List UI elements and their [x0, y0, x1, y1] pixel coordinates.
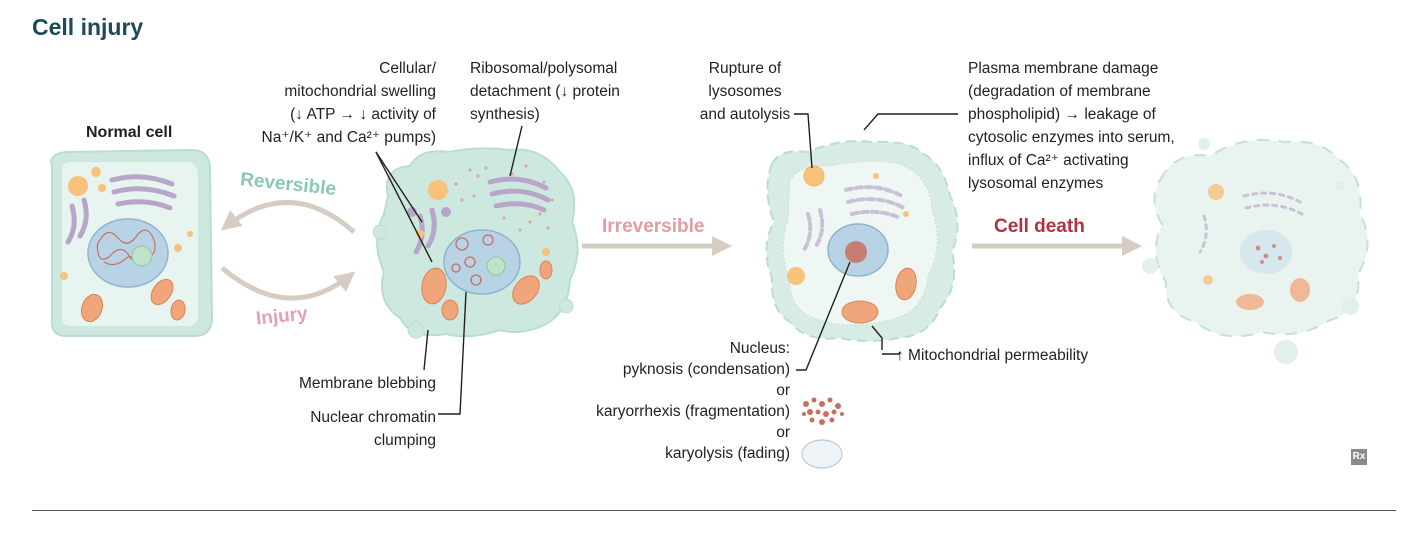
- irreversible-label: Irreversible: [602, 216, 705, 237]
- necrotic-cell: [765, 140, 959, 342]
- page-title: Cell injury: [32, 14, 144, 40]
- vesicle: [68, 176, 88, 196]
- blebbing-label: Membrane blebbing: [298, 375, 436, 392]
- swelling-label: Cellular/ mitochondrial swelling (↓ ATP …: [261, 60, 436, 146]
- ribosomal-label: Ribosomal/polysomal detachment (↓ protei…: [470, 60, 620, 123]
- leader-lines: [375, 113, 958, 415]
- rupture-label: Rupture of lysosomes and autolysis: [699, 60, 791, 123]
- normal-cell: [50, 148, 214, 337]
- dead-cell: [1142, 138, 1369, 364]
- nucleus: [87, 218, 169, 288]
- divider: [32, 510, 1396, 511]
- nucleus-fate-label: Nucleus: pyknosis (condensation) or kary…: [596, 340, 790, 462]
- chromatin-label: Nuclear chromatin clumping: [310, 409, 436, 449]
- ruptured-lysosome: [803, 165, 825, 187]
- injury-arrow: [220, 266, 356, 301]
- golgi-apparatus: [65, 174, 177, 245]
- swollen-cell: [372, 147, 579, 339]
- normal-cell-label: Normal cell: [86, 124, 173, 141]
- rx-badge-icon: Rx: [1351, 449, 1367, 465]
- karyolysis-icon: [801, 439, 843, 469]
- mitochondria: [80, 278, 186, 323]
- mitochondrial-permeability-label: ↑ Mitochondrial permeability: [896, 347, 1089, 364]
- karyorrhexis-icon: [802, 397, 844, 425]
- cell-death-label: Cell death: [994, 216, 1085, 237]
- nucleus: [443, 229, 521, 295]
- reversible-arrow: [220, 200, 356, 234]
- plasma-membrane-label: Plasma membrane damage (degradation of m…: [968, 60, 1175, 192]
- nucleolus: [486, 256, 506, 276]
- nucleolus: [131, 245, 153, 267]
